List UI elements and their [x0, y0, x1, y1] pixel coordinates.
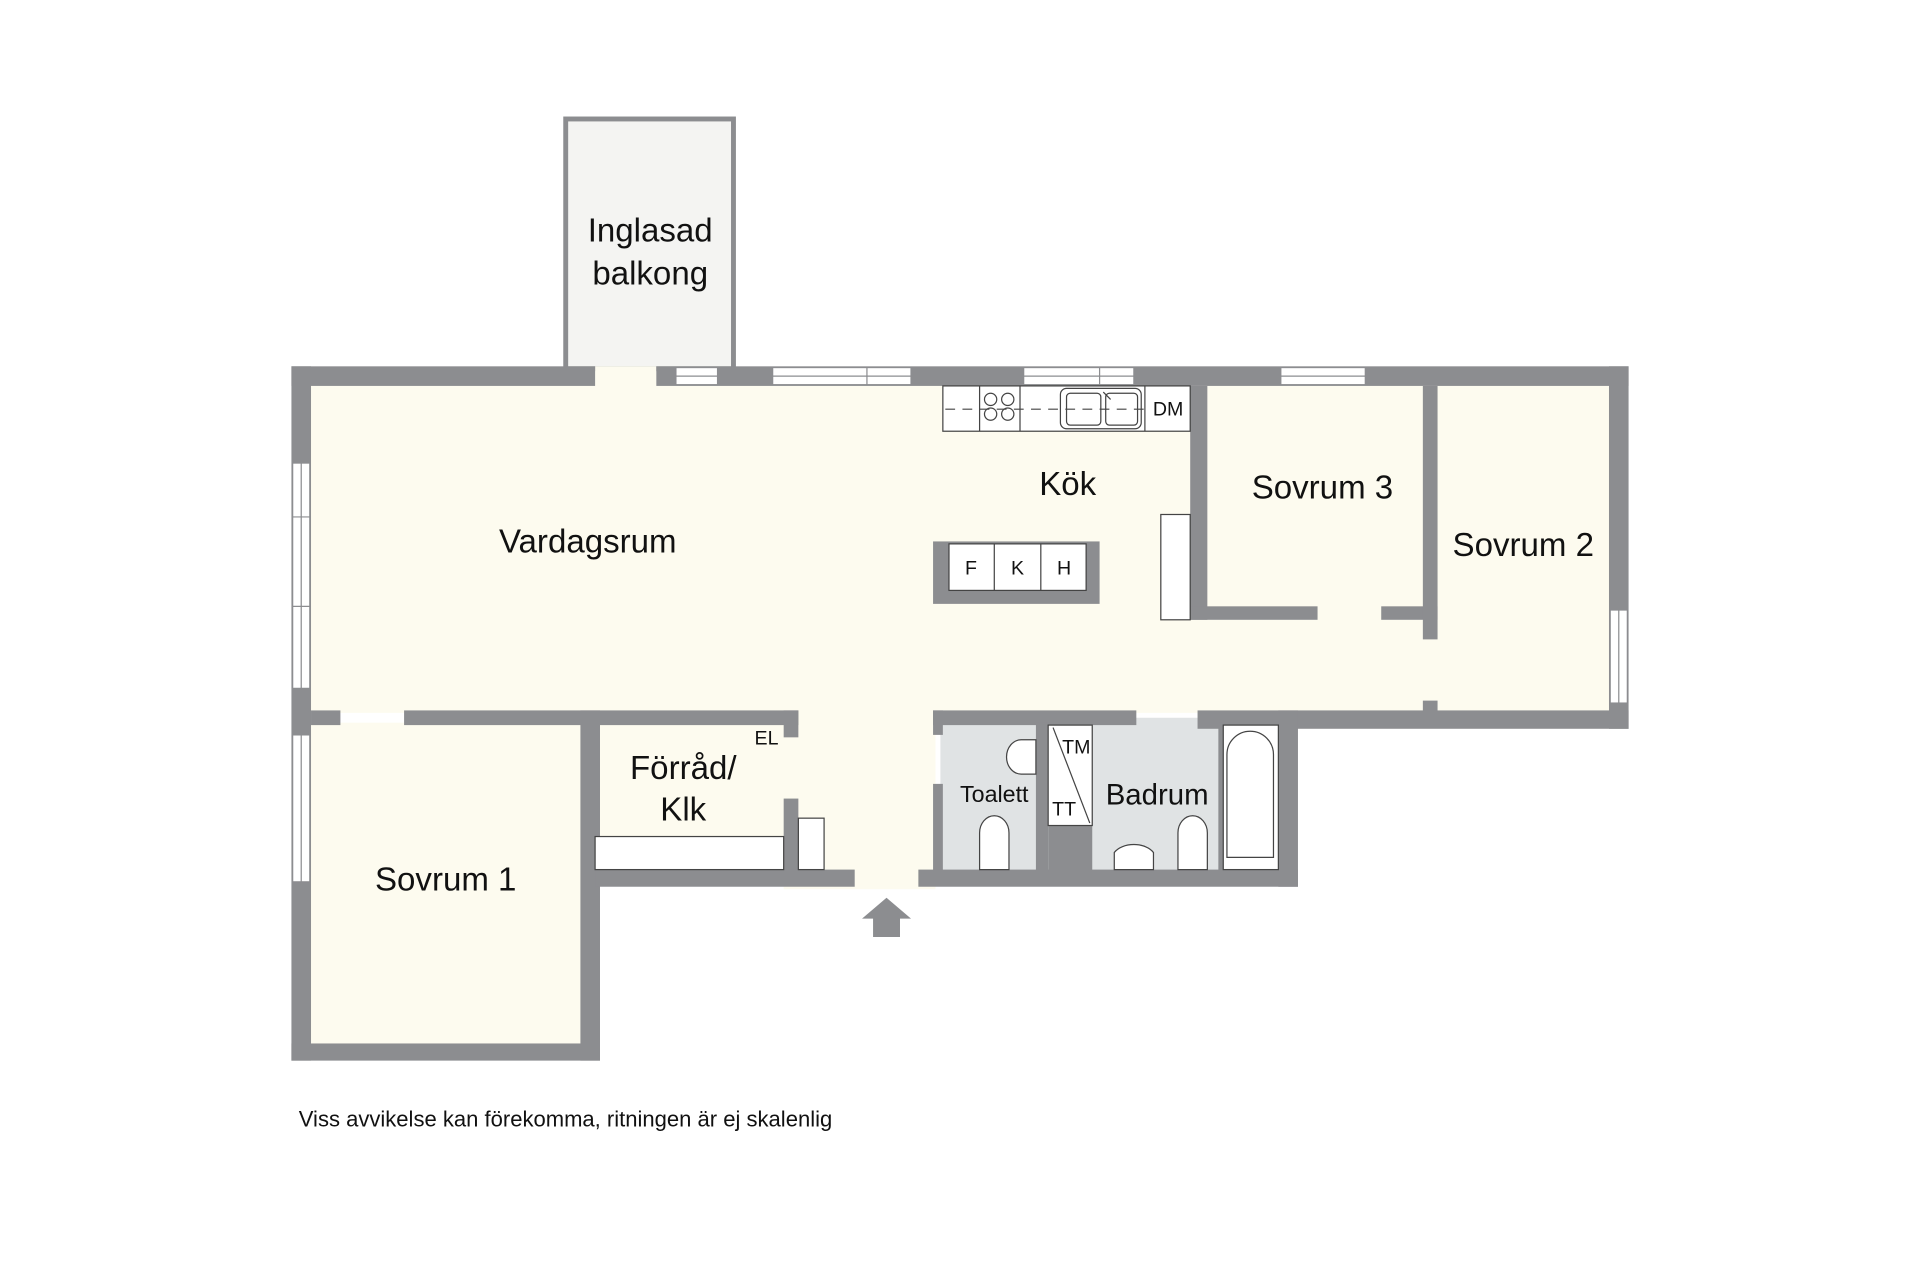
room-label-storage-2: Klk — [660, 792, 706, 829]
dishwasher-label: DM — [1153, 398, 1183, 420]
room-label-living: Vardagsrum — [499, 523, 677, 560]
stove-icon — [983, 392, 1015, 421]
kitchen-counter: DM — [942, 385, 1191, 432]
kitchen-bench — [1160, 513, 1191, 621]
bathtub-icon — [1226, 730, 1275, 858]
room-label-bedroom3: Sovrum 3 — [1252, 470, 1393, 507]
room-label-storage-1: Förråd/ — [630, 750, 737, 787]
disclaimer-note: Viss avvikelse kan förekomma, ritningen … — [299, 1107, 832, 1132]
room-label-balcony-1: Inglasad — [588, 212, 713, 249]
room-label-balcony-2: balkong — [592, 255, 708, 292]
electric-label: EL — [755, 728, 779, 750]
room-label-kitchen: Kök — [1039, 466, 1096, 503]
storage-cabinet — [797, 817, 825, 871]
room-label-bedroom1: Sovrum 1 — [375, 861, 516, 898]
toilet-icon — [978, 815, 1010, 871]
room-label-bedroom2: Sovrum 2 — [1453, 527, 1594, 564]
bathroom-sink-icon — [1113, 843, 1155, 871]
room-label-bathroom: Badrum — [1106, 779, 1209, 812]
bathroom-toilet-icon — [1177, 815, 1208, 871]
room-label-toilet: Toalett — [960, 781, 1029, 807]
fridge-label: K — [1011, 557, 1024, 579]
freezer-label: F — [965, 557, 977, 579]
laundry-unit: TM TT — [1047, 724, 1093, 827]
entrance-arrow-icon — [862, 897, 912, 937]
storage-shelf — [594, 835, 785, 871]
floors — [311, 366, 1609, 1046]
balcony — [563, 116, 736, 372]
windows — [292, 366, 1628, 883]
dryer-label: TT — [1052, 799, 1076, 821]
cabinet-label: H — [1057, 557, 1071, 579]
toilet-sink-icon — [1005, 739, 1037, 775]
kitchen-island: F K H — [933, 541, 1100, 604]
washer-label: TM — [1062, 736, 1090, 758]
sink-icon — [1059, 387, 1142, 430]
